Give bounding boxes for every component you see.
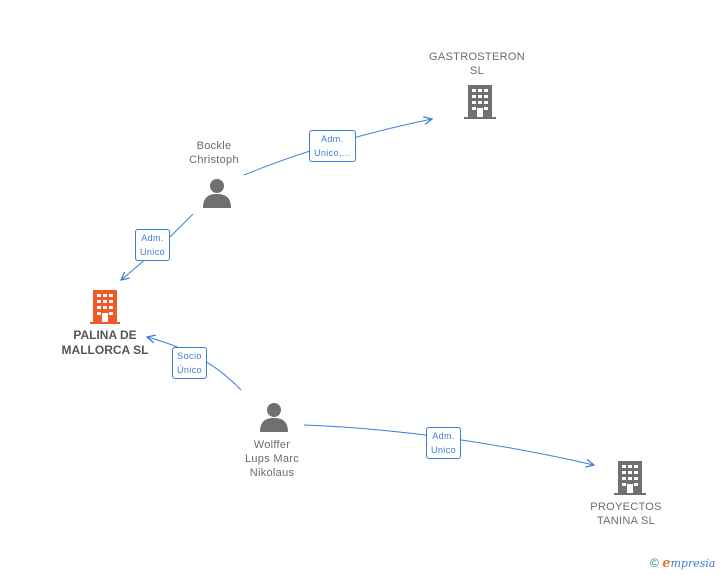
node-name-line: MALLORCA SL [61, 343, 149, 357]
building-icon[interactable] [464, 85, 496, 119]
edge-label-line: Unico [431, 445, 457, 455]
node-name-line: Nikolaus [249, 467, 295, 479]
main-building-icon[interactable] [90, 290, 120, 324]
edge-label-line: Unico,... [314, 148, 351, 158]
node-name-line: PROYECTOS [590, 501, 662, 513]
node-label-wolffer[interactable]: Wolffer Lups Marc Nikolaus [222, 438, 322, 480]
edge-label-line: Adm. [141, 233, 164, 243]
node-name-line: Lups Marc [244, 453, 300, 465]
edge-label-line: Unico [140, 247, 166, 257]
node-name-line: Christoph [189, 154, 239, 166]
brand-name: empresia [662, 556, 716, 571]
edge-label-bockle-palina[interactable]: Adm. Unico [135, 229, 171, 261]
edge-label-line: Único [177, 365, 203, 375]
node-name-line: PALINA DE [73, 328, 137, 342]
node-name-line: GASTROSTERON [429, 51, 525, 63]
person-icon[interactable] [202, 178, 232, 208]
edge-label-bockle-gastrosteron[interactable]: Adm. Unico,... [309, 130, 356, 162]
node-name-line: Wolffer [253, 439, 291, 451]
node-name-line: TANINA SL [596, 515, 656, 527]
person-icon[interactable] [259, 402, 289, 432]
node-name-line: Bockle [196, 140, 232, 152]
copyright-icon: © [650, 556, 659, 570]
edge-label-wolffer-palina[interactable]: Socio Único [172, 347, 208, 379]
edge-label-line: Adm. [432, 431, 455, 441]
node-label-proyectos[interactable]: PROYECTOS TANINA SL [576, 500, 676, 528]
edge-label-line: Adm. [321, 134, 344, 144]
node-label-palina[interactable]: PALINA DE MALLORCA SL [45, 328, 165, 358]
node-name-line: SL [469, 65, 485, 77]
node-label-gastrosteron[interactable]: GASTROSTERON SL [412, 50, 542, 78]
edge-label-wolffer-proyectos[interactable]: Adm. Unico [426, 427, 462, 459]
edge-label-line: Socio [177, 351, 202, 361]
node-label-bockle[interactable]: Bockle Christoph [164, 139, 264, 167]
empresia-logo: © empresia [650, 556, 715, 571]
building-icon[interactable] [614, 461, 646, 495]
